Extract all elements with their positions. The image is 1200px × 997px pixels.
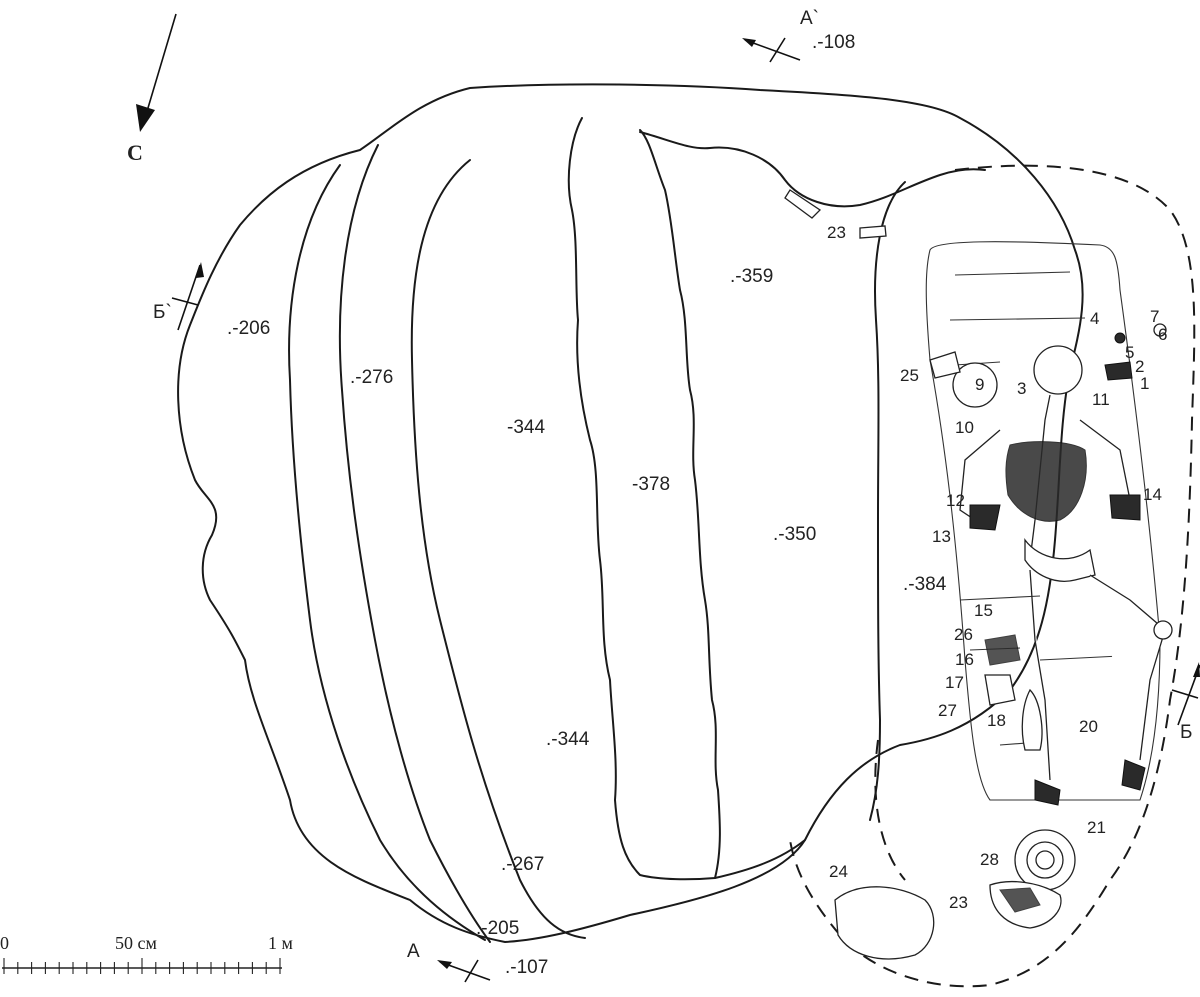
find-label-28: 28 (980, 850, 999, 869)
elevation-378: -378 (632, 474, 670, 495)
find-label-2: 2 (1135, 357, 1144, 376)
contour-359 (639, 131, 986, 208)
scale-full-label: 1 м (268, 933, 293, 953)
contour-bottom (714, 839, 806, 879)
section-label-b-prime: Б` (153, 302, 172, 323)
scale-zero-label: 0 (0, 933, 9, 953)
find-label-20: 20 (1079, 717, 1098, 736)
section-a-bottom: А (407, 941, 491, 983)
section-b-left: Б` (153, 262, 204, 331)
elevation-384: .-384 (903, 574, 947, 595)
find-label-13: 13 (932, 527, 951, 546)
find-label-18: 18 (987, 711, 1006, 730)
north-arrow: С (127, 13, 177, 165)
find-label-4: 4 (1090, 309, 1099, 328)
contour-378 (567, 117, 721, 881)
find-label-5: 5 (1125, 343, 1134, 362)
find-label-12: 12 (946, 491, 965, 510)
find-label-26: 26 (954, 625, 973, 644)
elevation-344-upper: -344 (507, 417, 545, 438)
section-a-top: А` (742, 8, 819, 63)
scale-bar: 0 50 см 1 м (0, 933, 293, 974)
elevation-276: .-276 (350, 367, 393, 388)
burial-chamber-outline (789, 164, 1196, 988)
section-label-a: А (407, 941, 420, 962)
elevation-107: .-107 (505, 957, 548, 978)
find-label-7: 7 (1150, 307, 1159, 326)
find-label-21: 21 (1087, 818, 1106, 837)
vessel-9 (952, 362, 998, 408)
find-label-14: 14 (1143, 485, 1162, 504)
find-label-11: 11 (1092, 390, 1110, 409)
contour-384 (869, 181, 906, 821)
section-b-right: Б (1171, 662, 1200, 743)
find-label-9: 9 (975, 375, 984, 394)
elevation-267: .-267 (501, 854, 544, 875)
find-label-25: 25 (900, 366, 919, 385)
skull (1033, 345, 1083, 395)
elevation-350: .-350 (773, 524, 816, 545)
elevation-205: .-205 (476, 918, 519, 939)
find-label-6: 6 (1158, 325, 1167, 344)
contour-206 (288, 164, 486, 941)
elevation-108: .-108 (812, 32, 855, 53)
find-label-16: 16 (955, 650, 974, 669)
section-label-a-prime: А` (800, 8, 819, 29)
elevation-206: .-206 (227, 318, 270, 339)
contour-344 (410, 159, 586, 939)
find-label-1: 1 (1140, 374, 1149, 393)
find-24 (834, 886, 935, 960)
elevation-359: .-359 (730, 266, 773, 287)
scale-half-label: 50 см (115, 933, 157, 953)
find-label-17: 17 (945, 673, 964, 692)
contour-276 (338, 144, 491, 943)
pit-outline (177, 83, 1084, 943)
section-label-b: Б (1180, 722, 1192, 743)
north-label: С (127, 140, 143, 165)
skeleton (959, 345, 1173, 806)
find-label-15: 15 (974, 601, 993, 620)
elevation-344-lower: .-344 (546, 729, 590, 750)
find-label-3: 3 (1017, 379, 1026, 398)
find-label-27: 27 (938, 701, 957, 720)
find-label-23-upper: 23 (827, 223, 846, 242)
find-label-10: 10 (955, 418, 974, 437)
find-label-23-lower: 23 (949, 893, 968, 912)
grave-goods (784, 189, 1167, 960)
find-label-24: 24 (829, 862, 848, 881)
